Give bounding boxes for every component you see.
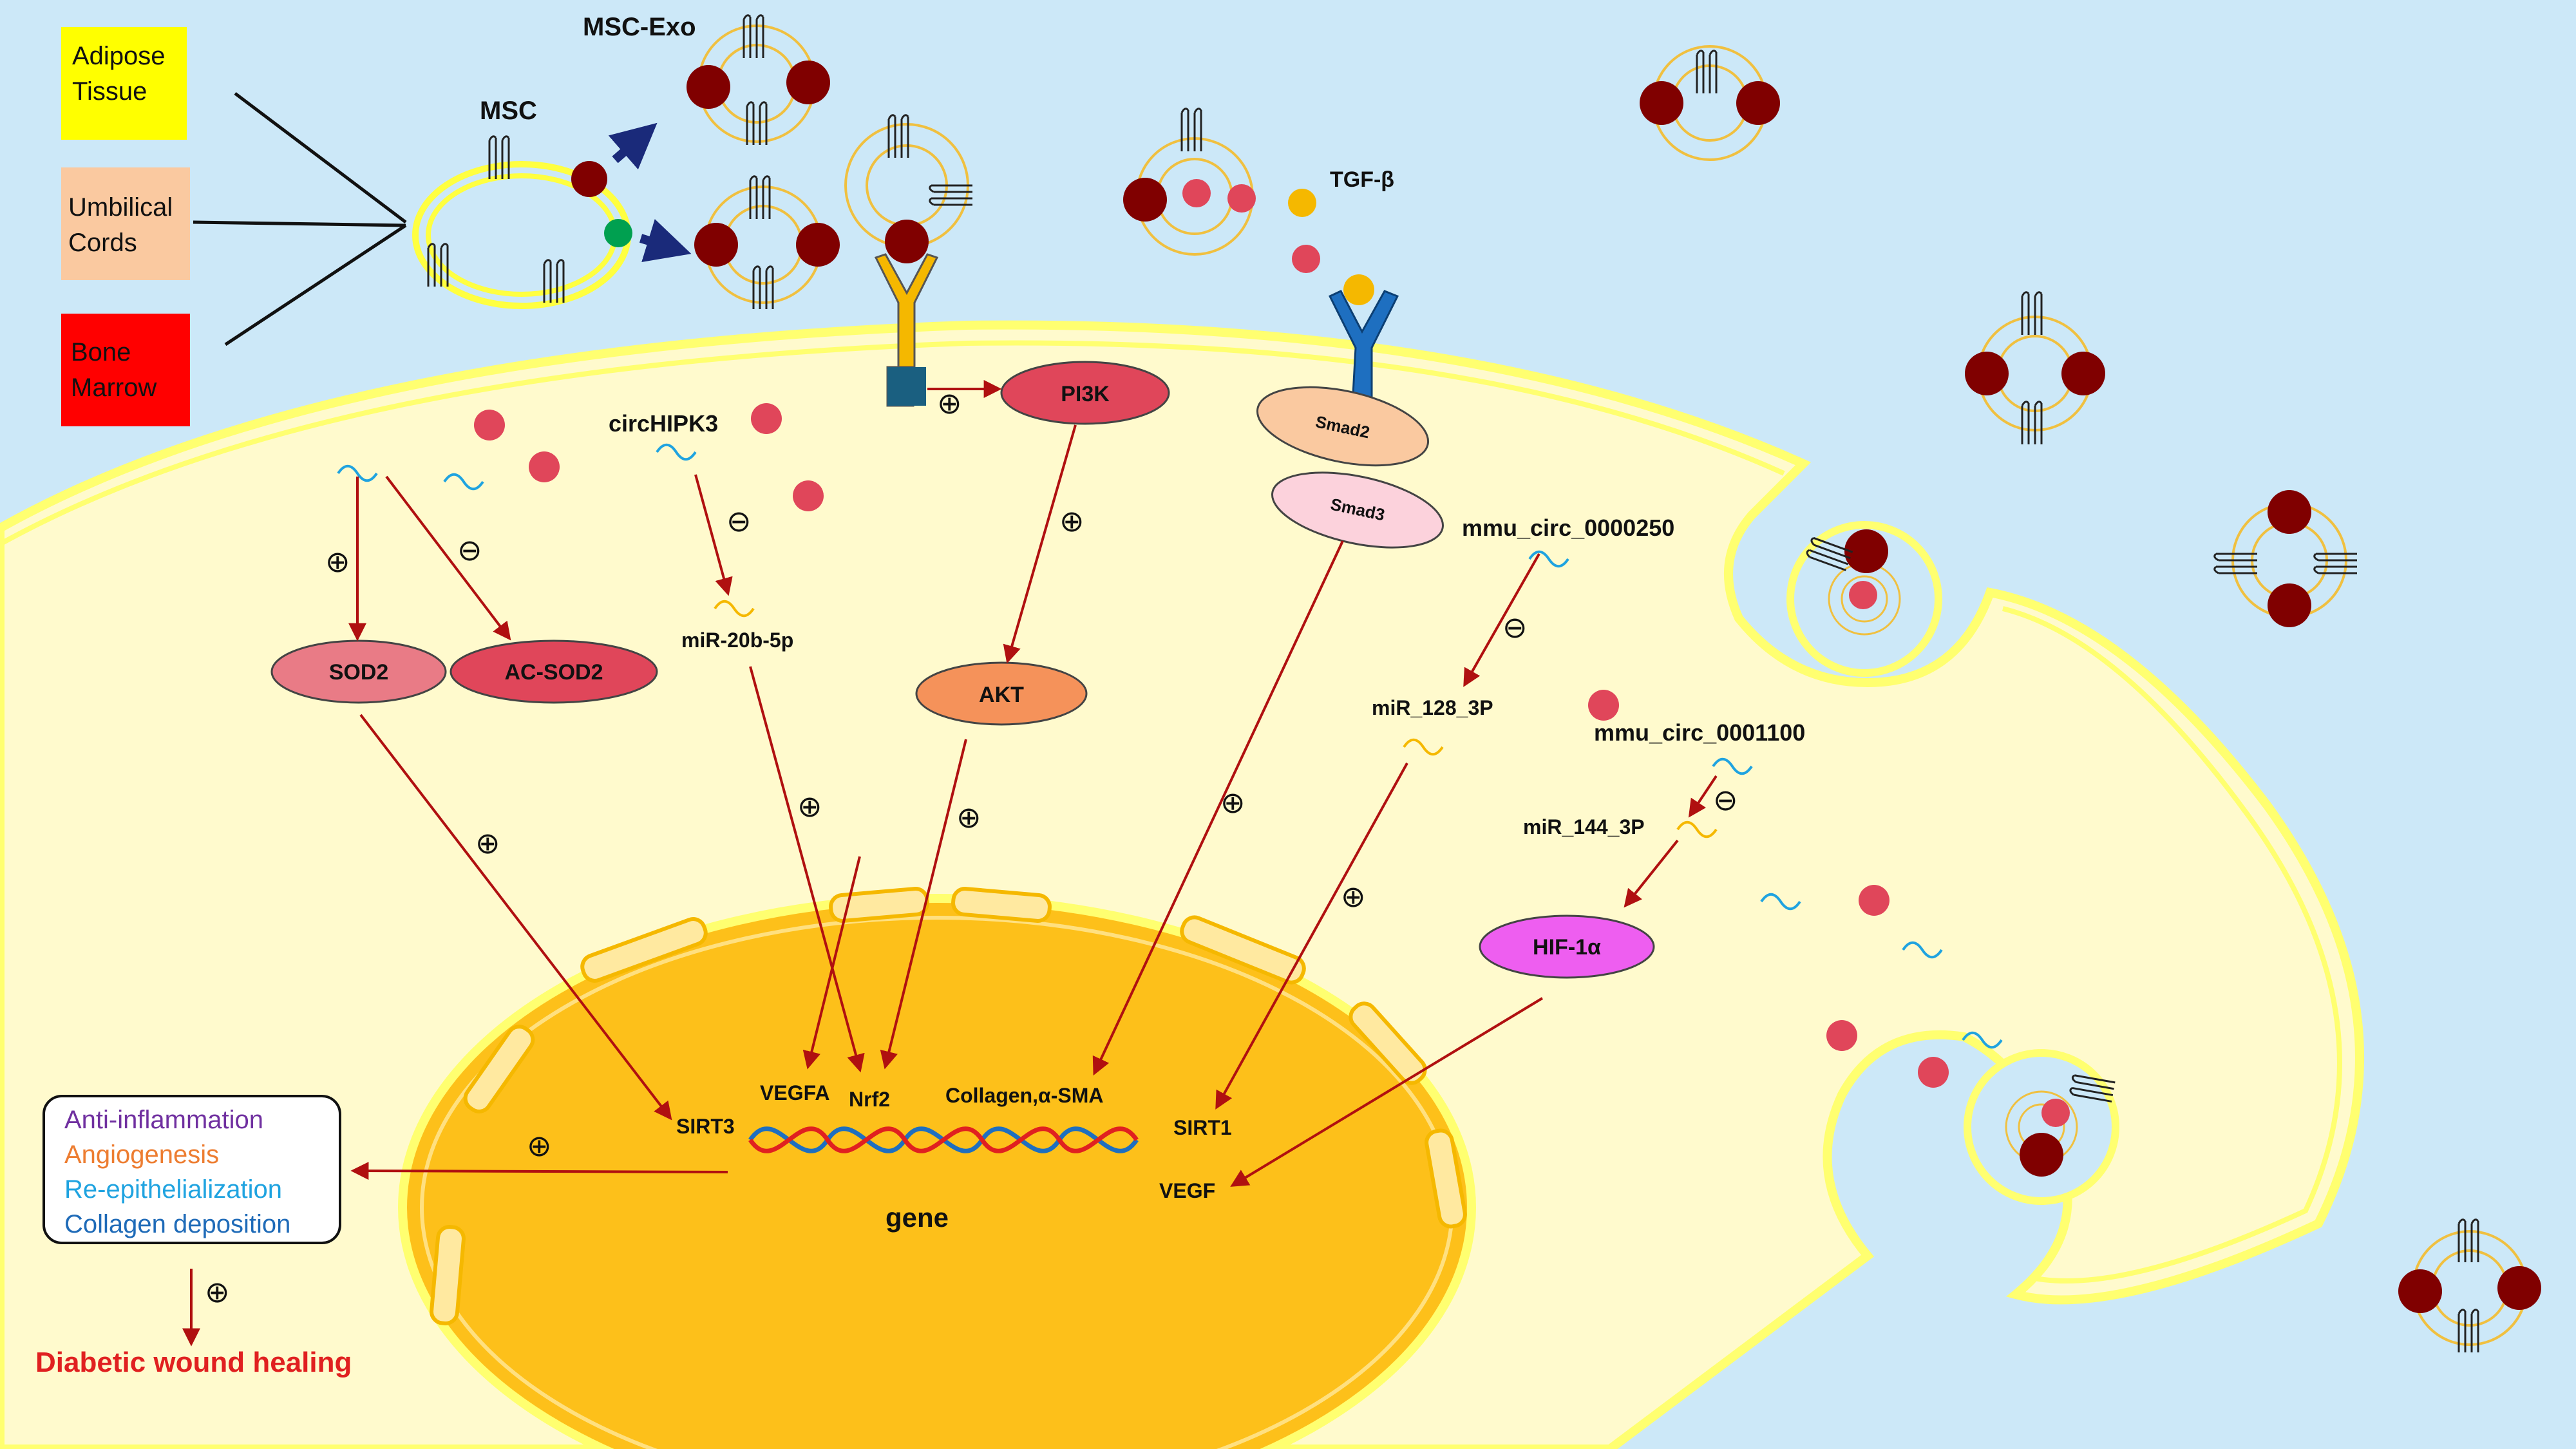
exosome-free-2 [1965,291,2105,446]
source-umbilical-cords: Umbilical Cords [61,167,190,280]
outcome-anti-inflammation: Anti-inflammation [64,1106,263,1134]
source-bone-marrow: Bone Marrow [61,314,190,426]
final-outcome: Diabetic wound healing [35,1347,352,1378]
endocytosis-pocket-bottom [1964,1049,2119,1205]
mirna-dot [1292,245,1320,273]
exosome-free-4 [2398,1218,2541,1354]
plus-sign: ⊕ [527,1129,552,1162]
plus-sign: ⊕ [1341,880,1366,913]
regulation-signs: ⊕ ⊕ ⊕ ⊕ ⊖ ⊕ ⊖ ⊕ ⊕ ⊖ ⊕ ⊖ ⊕ ⊕ [205,386,1738,1309]
plus-sign: ⊕ [1220,786,1245,819]
source-label-line1: Bone [71,338,131,366]
node-smad3: Smad3 [1271,471,1444,549]
outcome-collagen-deposition: Collagen deposition [64,1210,290,1238]
sirt1-label: SIRT1 [1173,1116,1232,1139]
node-sod2: SOD2 [270,639,447,704]
tgf-beta-ligand [1288,189,1316,217]
collagen-label: Collagen,α-SMA [945,1084,1103,1107]
plus-sign: ⊕ [956,800,981,834]
plus-sign: ⊕ [325,545,350,578]
pathway-arrows [182,380,1718,1347]
gene-label: gene [886,1202,949,1233]
circhipk3-label: circHIPK3 [609,410,718,437]
plus-sign: ⊕ [475,826,500,860]
source-adipose-tissue: Adipose Tissue [61,27,187,140]
node-ac-sod2: AC-SOD2 [450,639,658,704]
node-hif: HIF-1α [1479,914,1655,979]
plus-sign: ⊕ [1059,504,1084,538]
exosome-tgf [1123,108,1256,256]
cytoplasm-cargo [337,403,2003,1088]
source-box [61,27,187,140]
plus-sign: ⊕ [937,386,962,420]
pi3k-label: PI3K [1061,382,1110,406]
circ250-label: mmu_circ_0000250 [1462,515,1674,541]
outcome-re-epithelialization: Re-epithelialization [64,1175,282,1204]
exosome-free-3 [2213,490,2358,627]
source-label-line2: Marrow [71,374,156,402]
source-label-line2: Tissue [72,77,147,106]
mir20b-label: miR-20b-5p [681,629,793,652]
source-label-line1: Umbilical [68,193,173,222]
plus-sign: ⊕ [797,790,822,823]
source-box [61,314,190,426]
ac-sod2-label: AC-SOD2 [504,660,603,685]
minus-sign: ⊖ [1713,783,1738,817]
msc-label: MSC [480,97,537,125]
node-pi3k: PI3K [1000,361,1170,425]
nrf2-label: Nrf2 [849,1088,890,1111]
inner-membrane-right [2002,606,2342,1283]
source-box [61,167,190,280]
source-label-line1: Adipose [72,42,166,70]
tgf-beta-label: TGF-β [1330,167,1394,192]
nucleus [398,887,1476,1449]
source-label-line2: Cords [68,229,137,257]
plus-sign: ⊕ [205,1275,230,1309]
exosome-docking [844,114,974,263]
node-akt: AKT [915,661,1088,726]
vegf-label: VEGF [1159,1179,1215,1202]
hif-label: HIF-1α [1533,935,1601,960]
receptor-yellow [874,253,939,407]
akt-label: AKT [979,683,1024,707]
minus-sign: ⊖ [457,533,482,567]
source-connector-lines [193,92,407,346]
mir128-label: miR_128_3P [1372,696,1493,719]
msc-exo-label: MSC-Exo [583,13,696,41]
msc-cell: MSC [412,97,692,309]
exosome-msc-bottom [694,175,840,310]
exosome-free-1 [1640,45,1780,161]
endocytosis-pocket-top [1786,521,1942,677]
exosome-msc-top [687,14,830,146]
vegfa-label: VEGFA [760,1081,829,1104]
sod2-label: SOD2 [329,660,389,685]
mir144-label: miR_144_3P [1523,815,1645,838]
outcome-angiogenesis: Angiogenesis [64,1141,219,1169]
receptor-tgf-beta [1328,274,1399,407]
dna-helix [748,1126,1139,1153]
inner-membrane [0,340,1785,547]
outcome-box: Anti-inflammation Angiogenesis Re-epithe… [43,1095,341,1244]
node-smad2: Smad2 [1256,386,1430,467]
minus-sign: ⊖ [1502,611,1528,644]
sirt3-label: SIRT3 [676,1115,735,1138]
minus-sign: ⊖ [726,504,752,538]
circ1100-label: mmu_circ_0001100 [1594,719,1805,746]
